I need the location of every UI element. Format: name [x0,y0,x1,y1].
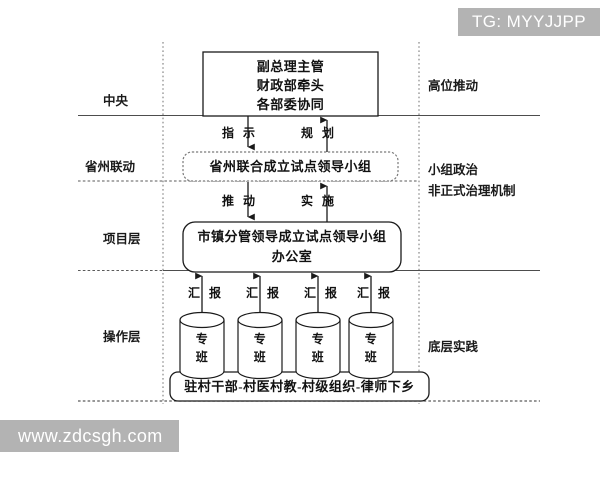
project-box-line-2: 办公室 [271,249,313,264]
arrow-label-report-1: 汇 报 [188,286,225,300]
arrow-label-report-3: 汇 报 [304,286,341,300]
cylinder-label-2-line-1: 专 [253,332,267,346]
province-box-label: 省州联合成立试点领导小组 [209,159,372,174]
right-label-informal-governance: 非正式治理机制 [428,184,516,198]
right-label-group-politics: 小组政治 [428,163,479,177]
cylinder-shape-4 [348,311,394,380]
arrow-label-report-2: 汇 报 [246,286,283,300]
watermark-bottom-left: www.zdcsgh.com [0,420,179,452]
top-box-shape [202,51,379,117]
arrow-label-implement: 实 施 [301,194,338,208]
cylinder-label-2-line-2: 班 [253,350,267,364]
arrow-label-plan: 规 划 [301,126,338,140]
arrow-label-report-4: 汇 报 [357,286,394,300]
left-label-province: 省州联动 [85,160,136,174]
top-box-line-3: 各部委协同 [256,97,325,112]
cylinder-shape-1 [179,311,225,380]
cylinder-label-4-line-2: 班 [364,350,378,364]
cylinder-shape-3 [295,311,341,380]
top-box-line-2: 财政部牵头 [256,78,325,93]
left-label-central: 中央 [103,94,129,108]
left-label-project: 项目层 [103,232,141,246]
top-box-line-1: 副总理主管 [256,59,325,74]
cylinder-label-1-line-1: 专 [195,332,209,346]
cylinder-shape-2 [237,311,283,380]
cylinder-label-3-line-2: 班 [311,350,325,364]
arrow-label-instruct: 指 示 [222,126,259,140]
arrow-label-promote: 推 动 [222,194,259,208]
project-box-shape [182,221,402,273]
left-label-operation: 操作层 [103,330,141,344]
cylinder-label-1-line-2: 班 [195,350,209,364]
cylinder-label-4-line-1: 专 [364,332,378,346]
province-box-shape [182,151,399,182]
right-label-high-push: 高位推动 [428,79,479,93]
right-label-grassroots-practice: 底层实践 [428,340,479,354]
bottom-box-label: 驻村干部-村医村教-村级组织-律师下乡 [184,379,415,394]
watermark-top-right: TG: MYYJJPP [458,8,600,36]
cylinder-label-3-line-1: 专 [311,332,325,346]
project-box-line-1: 市镇分管领导成立试点领导小组 [197,229,387,244]
